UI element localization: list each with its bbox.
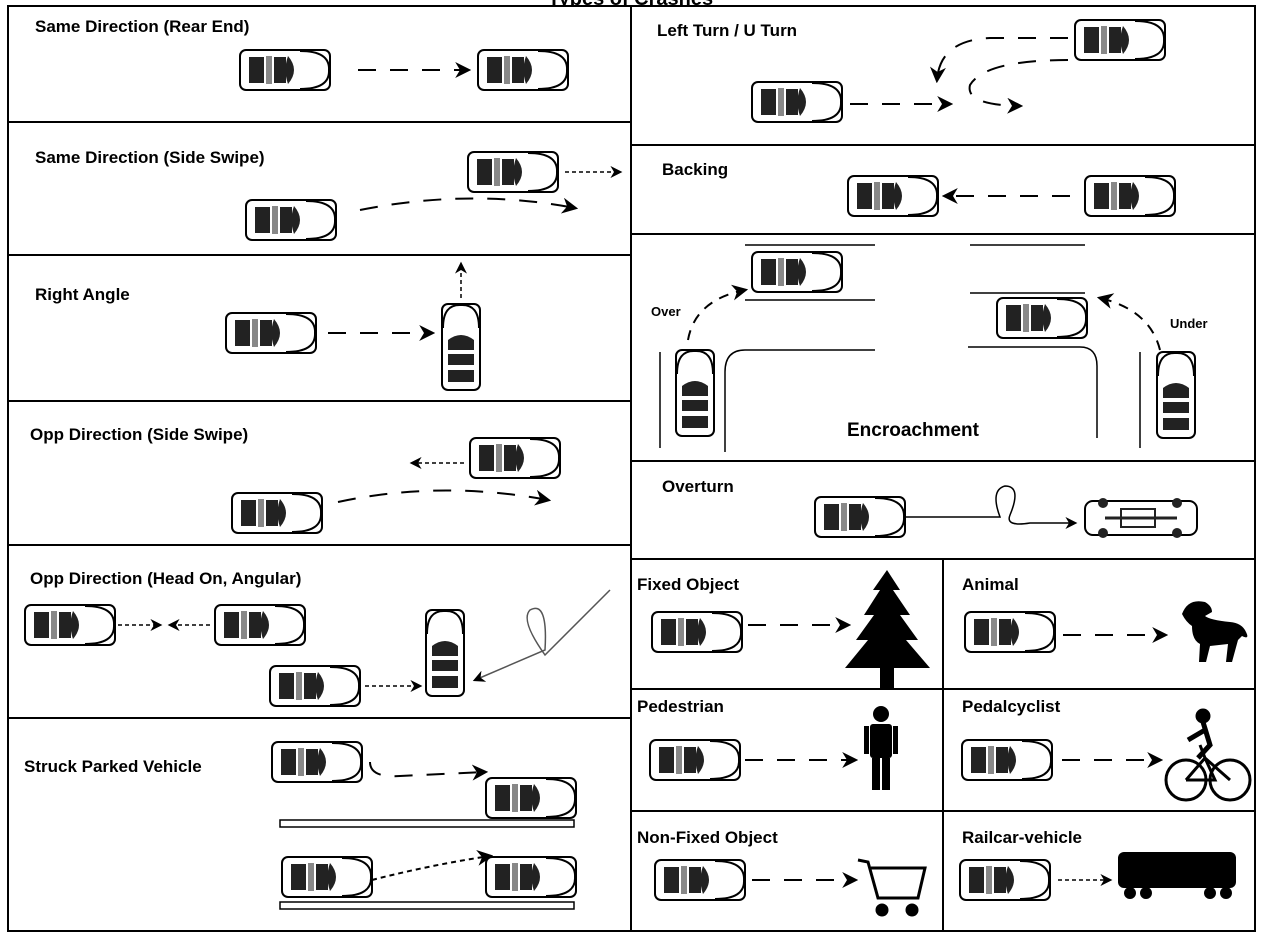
label-under: Under — [1170, 316, 1208, 331]
car-icon — [751, 251, 843, 293]
label-left-turn: Left Turn / U Turn — [657, 21, 798, 40]
train-icon — [1118, 852, 1236, 899]
path-arrow — [359, 197, 579, 214]
label-side-swipe-opp: Opp Direction (Side Swipe) — [30, 425, 249, 444]
car-icon — [469, 437, 561, 479]
car-icon — [425, 609, 465, 697]
label-fixed-object: Fixed Object — [637, 575, 740, 594]
car-icon — [1084, 175, 1176, 217]
car-icon — [485, 856, 577, 898]
skid-path — [472, 589, 611, 682]
car-icon — [1074, 19, 1166, 61]
path-arrow — [371, 849, 494, 881]
label-encroachment: Encroachment — [847, 420, 979, 441]
path-arrow — [968, 59, 1069, 114]
path-arrow — [687, 284, 749, 341]
label-pedestrian: Pedestrian — [637, 697, 724, 716]
curb — [279, 819, 575, 828]
label-over: Over — [651, 304, 681, 319]
curb — [279, 901, 575, 910]
cart-icon — [857, 858, 927, 917]
car-icon — [961, 739, 1053, 781]
car-icon — [214, 604, 306, 646]
car-icon — [654, 859, 746, 901]
person-icon — [864, 706, 898, 790]
car-icon — [239, 49, 331, 91]
roll-path — [905, 485, 1078, 529]
car-icon — [847, 175, 939, 217]
car-icon — [441, 303, 481, 391]
path-arrow — [337, 489, 552, 506]
label-struck-parked: Struck Parked Vehicle — [24, 757, 202, 776]
label-pedalcyclist: Pedalcyclist — [962, 697, 1061, 716]
label-animal: Animal — [962, 575, 1019, 594]
label-head-on: Opp Direction (Head On, Angular) — [30, 569, 302, 588]
car-icon — [467, 151, 559, 193]
label-right-angle: Right Angle — [35, 285, 130, 304]
car-icon — [651, 611, 743, 653]
label-railcar: Railcar-vehicle — [962, 828, 1083, 847]
path-arrow — [1096, 293, 1161, 351]
path-arrow — [369, 761, 489, 781]
label-backing: Backing — [662, 160, 729, 179]
car-icon — [269, 665, 361, 707]
car-icon — [477, 49, 569, 91]
car-icon — [231, 492, 323, 534]
car-icon — [649, 739, 741, 781]
car-icon — [485, 777, 577, 819]
label-overturn: Overturn — [662, 477, 734, 496]
car-icon — [959, 859, 1051, 901]
car-icon — [281, 856, 373, 898]
bicycle-icon — [1164, 708, 1252, 802]
car-icon — [245, 199, 337, 241]
tree-icon — [845, 570, 930, 688]
car-icon — [271, 741, 363, 783]
dog-icon — [1182, 601, 1248, 662]
car-icon — [996, 297, 1088, 339]
car-icon — [751, 81, 843, 123]
car-icon — [1156, 351, 1196, 439]
road-line — [724, 349, 875, 452]
car-icon — [814, 496, 906, 538]
label-side-swipe-same: Same Direction (Side Swipe) — [35, 148, 265, 167]
overturned-car-icon — [1084, 498, 1198, 538]
label-non-fixed-object: Non-Fixed Object — [637, 828, 778, 847]
path-arrow — [929, 37, 1068, 84]
car-icon — [225, 312, 317, 354]
label-rear-end: Same Direction (Rear End) — [35, 17, 250, 36]
road-line — [968, 346, 1098, 438]
car-icon — [24, 604, 116, 646]
car-icon — [964, 611, 1056, 653]
car-icon — [675, 349, 715, 437]
